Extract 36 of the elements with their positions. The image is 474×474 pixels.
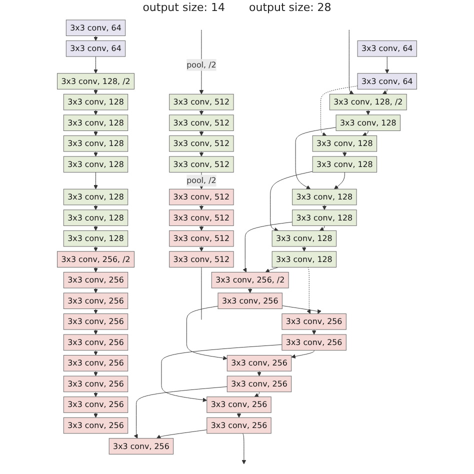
arrow [94,350,98,356]
output-size-note: output size: 14 [142,0,225,16]
arrow [94,110,98,116]
output-size-note: output size: 28 [249,0,332,16]
arrow [257,370,262,376]
arrow [362,130,368,136]
arrow [312,329,316,335]
arrow [94,412,98,418]
arrow [94,130,98,136]
arrow [94,308,98,314]
arrow [94,225,98,231]
arrow [199,130,204,136]
arrow [94,204,98,210]
arrow [94,370,98,376]
arrow [366,110,370,116]
arrow [94,246,98,252]
arrow [199,246,204,252]
arrow [382,88,388,94]
arrow [199,151,204,157]
arrow [94,329,98,335]
arrow [94,288,98,294]
arrow [319,225,325,231]
arrow [248,288,252,294]
arrow [254,392,260,398]
arrow [94,36,98,41]
arrow [199,110,204,116]
arrow [94,88,98,94]
arrow [322,204,327,210]
arrow [199,225,204,231]
arrow [94,151,98,157]
arrow [302,246,306,252]
arrow [94,267,98,272]
arrow [236,412,242,418]
arrow [199,204,204,210]
arrow [342,151,347,157]
arrow [94,392,98,398]
